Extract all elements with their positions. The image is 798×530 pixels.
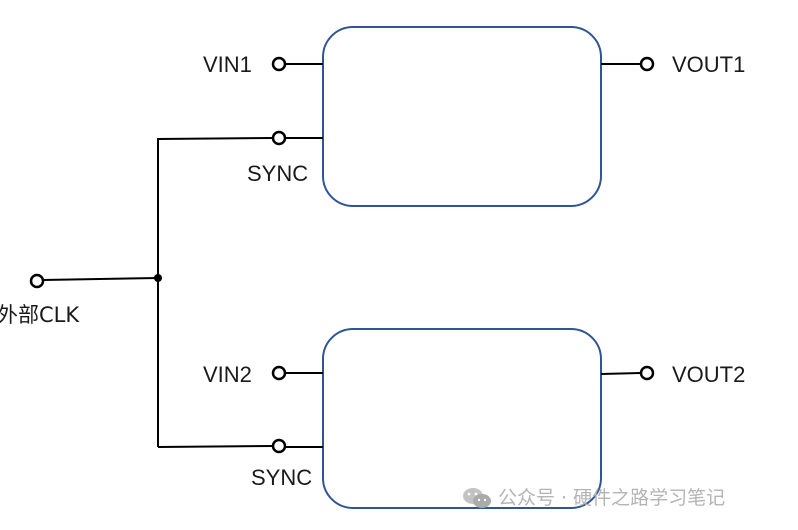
sync1-feed-wire [157, 137, 274, 140]
junction-dot [154, 274, 162, 282]
vout2-terminal[interactable] [639, 365, 655, 381]
sync1-terminal[interactable] [271, 130, 287, 146]
clk-input-terminal[interactable] [29, 273, 45, 289]
vin2-terminal[interactable] [271, 365, 287, 381]
sync2-feed-wire [157, 445, 274, 448]
watermark: 公众号 · 硬件之路学习笔记 [462, 487, 725, 509]
sync1-label: SYNC [247, 161, 309, 186]
vin2-label: VIN2 [203, 362, 252, 387]
sync2-label: SYNC [251, 465, 313, 490]
converter-block-2 [322, 328, 602, 509]
wechat-icon [462, 487, 492, 509]
vout1-terminal[interactable] [639, 56, 655, 72]
vout2-label: VOUT2 [672, 362, 746, 387]
vin1-terminal[interactable] [271, 56, 287, 72]
converter-block-1 [322, 26, 602, 207]
clk-input-label: 外部CLK [0, 303, 80, 327]
watermark-text: 公众号 · 硬件之路学习笔记 [498, 486, 726, 509]
clk-input-wire [42, 277, 159, 281]
sync2-terminal[interactable] [271, 438, 287, 454]
vout2-wire [600, 372, 642, 375]
vin1-label: VIN1 [203, 52, 252, 77]
vout1-label: VOUT1 [672, 52, 746, 77]
